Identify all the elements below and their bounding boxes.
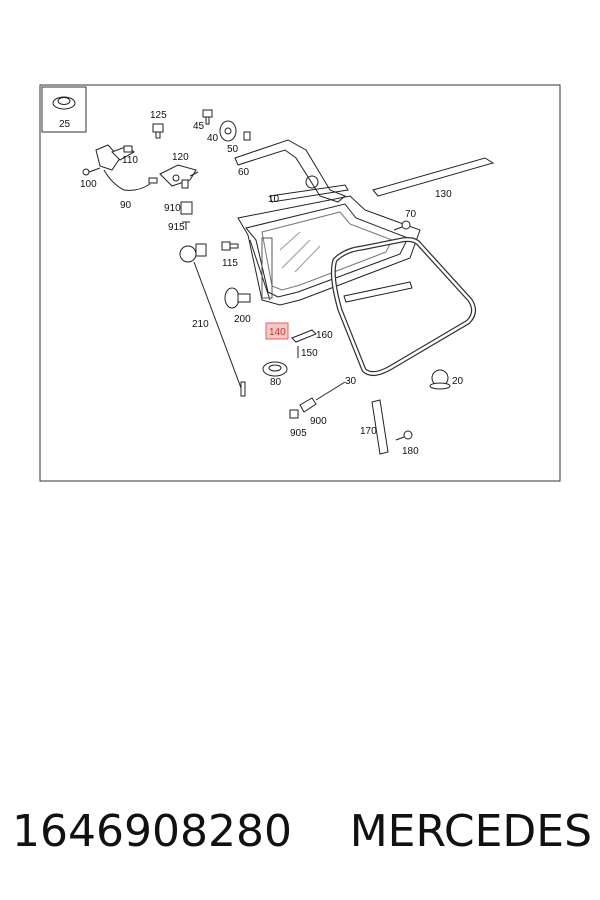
cable-210 [179, 243, 246, 397]
actuator-200 [224, 287, 251, 309]
label-45: 45 [193, 121, 205, 132]
label-10: 10 [268, 194, 280, 205]
caption: 1646908280 MERCEDES [12, 796, 592, 866]
label-910: 910 [164, 203, 181, 214]
label-125: 125 [150, 110, 167, 121]
label-40: 40 [207, 133, 219, 144]
label-130: 130 [435, 189, 452, 200]
bolt-125 [152, 123, 164, 139]
label-180: 180 [402, 446, 419, 457]
label-900: 900 [310, 416, 327, 427]
diagram-frame [39, 84, 561, 482]
label-210: 210 [192, 319, 209, 330]
label-120: 120 [172, 152, 189, 163]
bolt-45 [202, 109, 213, 125]
clip-50 [243, 131, 251, 141]
label-20: 20 [452, 376, 464, 387]
bolt-115 [221, 241, 239, 251]
window-frame-10 [237, 195, 421, 306]
screw-70 [393, 220, 411, 231]
label-915: 915 [168, 222, 185, 233]
label-90: 90 [120, 200, 132, 211]
label-25: 25 [59, 119, 71, 130]
label-100: 100 [80, 179, 97, 190]
plug-905 [289, 409, 299, 419]
label-110: 110 [122, 155, 138, 166]
trim-molding-130 [372, 157, 495, 197]
label-140: 140 [269, 327, 286, 338]
label-60: 60 [238, 167, 250, 178]
label-160: 160 [316, 330, 333, 341]
grommet-80 [262, 361, 288, 377]
label-70: 70 [405, 209, 417, 220]
clip-160 [291, 329, 317, 343]
trim-strip-60 [234, 139, 349, 203]
label-115: 115 [222, 258, 238, 269]
inset-part-25: 25 [41, 86, 87, 133]
washer-40 [219, 120, 237, 142]
label-80: 80 [270, 377, 282, 388]
pin-915 [182, 221, 190, 230]
label-30: 30 [345, 376, 357, 387]
part-labels: 10 20 30 40 45 50 60 70 80 90 100 110 11… [80, 110, 464, 457]
label-150: 150 [301, 348, 318, 359]
screw-180 [395, 430, 413, 441]
part-140-highlight: 140 [265, 322, 289, 340]
window-seal-30 [330, 237, 476, 376]
clip-910 [180, 201, 193, 215]
label-200: 200 [234, 314, 251, 325]
cap-20 [429, 369, 451, 390]
label-50: 50 [227, 144, 239, 155]
connector-900 [299, 381, 346, 413]
brand-name: MERCEDES [349, 805, 592, 857]
part-number: 1646908280 [12, 805, 292, 857]
parts-diagram: 25 [39, 84, 561, 482]
lock-mechanism-120 [159, 164, 199, 189]
label-905: 905 [290, 428, 307, 439]
label-170: 170 [360, 426, 377, 437]
strip-170 [371, 399, 389, 455]
hinge-assembly-110 [82, 144, 158, 191]
